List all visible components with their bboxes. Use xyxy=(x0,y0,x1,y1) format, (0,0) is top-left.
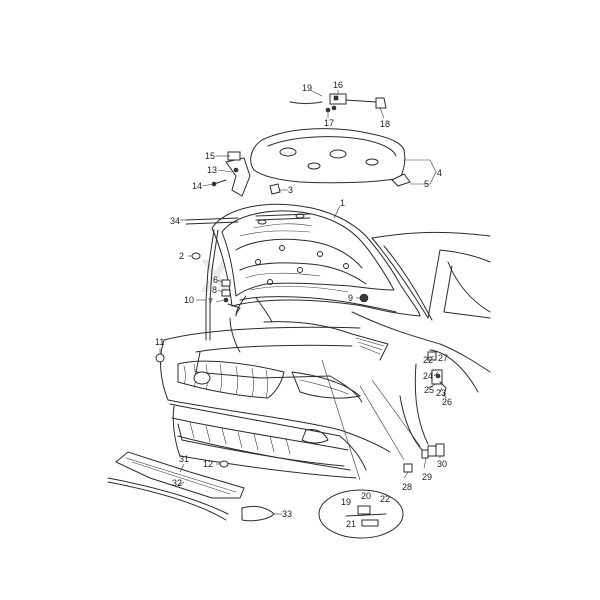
callout-labels: 19 16 17 18 4 5 15 13 14 3 1 34 2 6 8 7 … xyxy=(155,80,452,529)
detail-callout-20: 20 xyxy=(361,491,371,501)
bonnet-lock-assembly xyxy=(289,93,387,113)
callout-17: 17 xyxy=(324,118,334,128)
callout-5: 5 xyxy=(424,179,429,189)
car-body xyxy=(160,231,491,479)
callout-10: 10 xyxy=(184,295,194,305)
callout-15: 15 xyxy=(205,151,215,161)
small-fasteners xyxy=(221,279,241,315)
callout-31: 31 xyxy=(179,454,189,464)
seal-cap xyxy=(241,505,275,522)
callout-14: 14 xyxy=(192,181,202,191)
nut xyxy=(155,353,165,363)
callout-28: 28 xyxy=(402,482,412,492)
callout-12: 12 xyxy=(203,459,213,469)
detail-inset xyxy=(318,489,404,539)
callout-1: 1 xyxy=(340,198,345,208)
clip xyxy=(219,460,229,468)
callout-4: 4 xyxy=(437,168,442,178)
grommet xyxy=(359,293,369,303)
callout-6: 6 xyxy=(213,275,218,285)
callout-2: 2 xyxy=(179,251,184,261)
callout-7: 7 xyxy=(208,297,213,307)
callout-32: 32 xyxy=(172,478,182,488)
callout-8: 8 xyxy=(212,285,217,295)
callout-26: 26 xyxy=(442,397,452,407)
callout-23: 23 xyxy=(436,388,446,398)
callout-30: 30 xyxy=(437,459,447,469)
striker-parts xyxy=(403,351,447,473)
callout-3: 3 xyxy=(288,185,293,195)
leader-lines xyxy=(159,89,447,515)
callout-18: 18 xyxy=(380,119,390,129)
detail-callout-22: 22 xyxy=(380,494,390,504)
detail-callout-19: 19 xyxy=(341,497,351,507)
detail-callout-21: 21 xyxy=(346,519,356,529)
bonnet xyxy=(211,203,421,323)
callout-22: 22 xyxy=(423,355,433,365)
bonnet-stay xyxy=(205,229,219,341)
callout-25: 25 xyxy=(424,385,434,395)
callout-16: 16 xyxy=(333,80,343,90)
callout-11: 11 xyxy=(155,337,164,347)
callout-34: 34 xyxy=(170,216,180,226)
callout-27: 27 xyxy=(438,353,448,363)
callout-24: 24 xyxy=(423,371,433,381)
plenum-panel xyxy=(107,451,245,521)
bonnet-hinge xyxy=(211,151,281,197)
callout-29: 29 xyxy=(422,472,432,482)
callout-19: 19 xyxy=(302,83,312,93)
bonnet-insulation xyxy=(250,128,411,187)
buffer xyxy=(191,252,201,260)
callout-33: 33 xyxy=(282,509,292,519)
gas-strut xyxy=(185,213,311,225)
callout-9: 9 xyxy=(348,293,353,303)
callout-13: 13 xyxy=(207,165,217,175)
